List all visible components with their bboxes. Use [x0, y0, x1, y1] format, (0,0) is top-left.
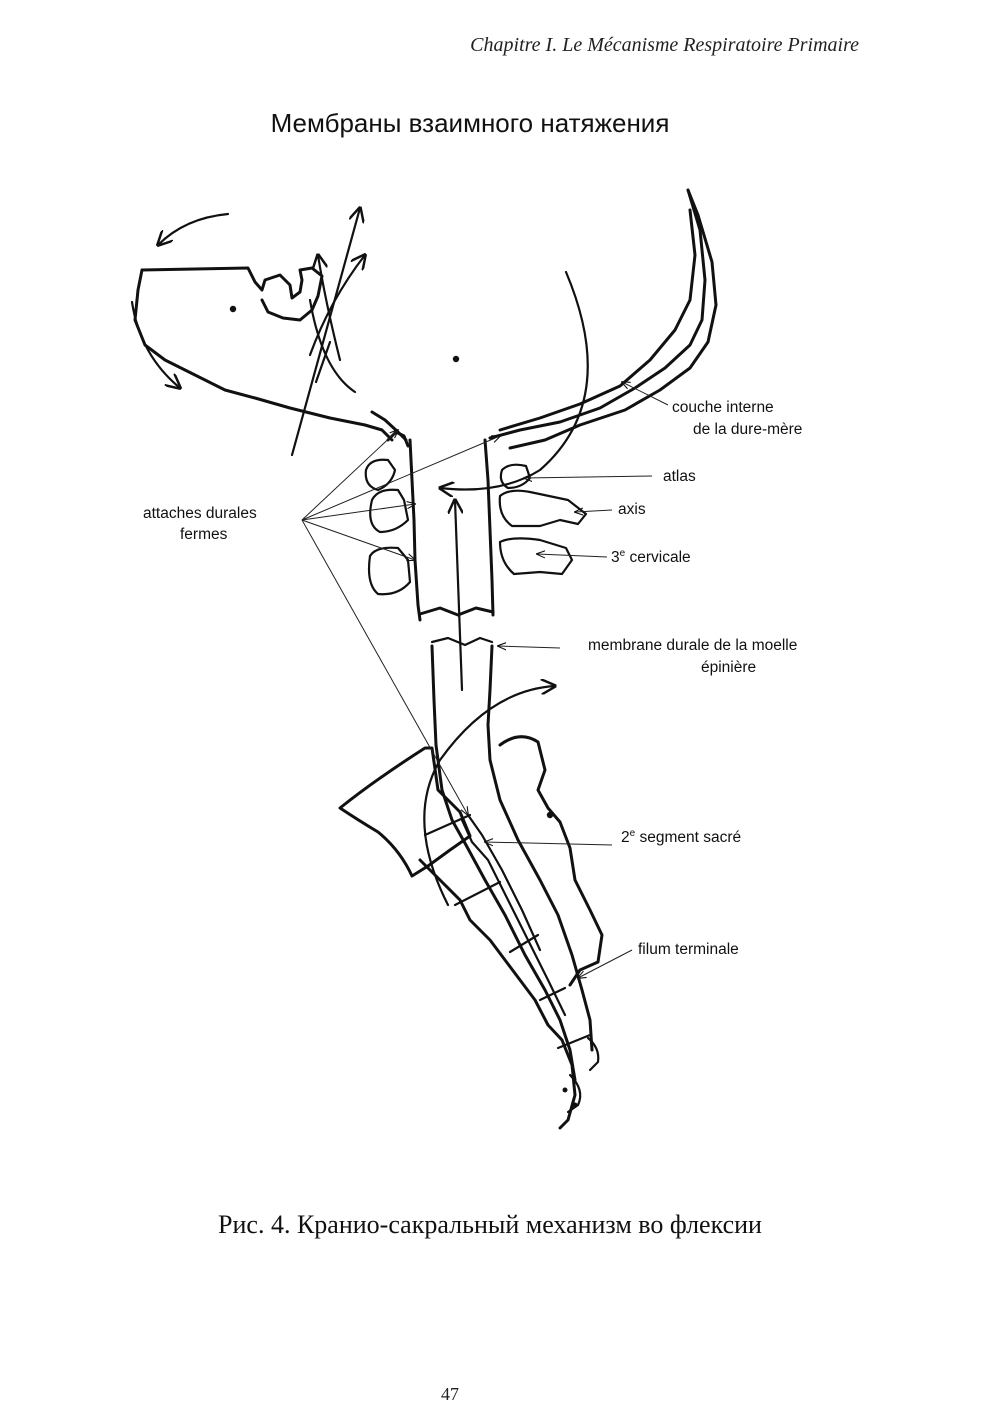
figure-caption: Рис. 4. Кранио-сакральный механизм во фл… — [218, 1210, 762, 1239]
cervical-spine — [364, 438, 588, 692]
figure-labels: couche interne de la dure-mère atlas axi… — [143, 399, 802, 958]
label-dure-mere: de la dure-mère — [693, 421, 802, 438]
label-fermes: fermes — [180, 526, 228, 543]
running-header: Chapitre I. Le Mécanisme Respiratoire Pr… — [470, 34, 859, 56]
leader-lines — [301, 382, 669, 978]
label-attaches-durales: attaches durales — [143, 505, 257, 522]
label-2e-segment-sacre: 2e segment sacré — [621, 828, 741, 846]
label-couche-interne: couche interne — [672, 399, 774, 416]
figure-title: Мембраны взаимного натяжения — [270, 108, 670, 138]
page-number: 47 — [441, 1384, 459, 1404]
occipital-arc-arrow — [440, 270, 589, 490]
sacral-arc-arrow — [423, 686, 555, 907]
label-filum-terminale: filum terminale — [638, 941, 739, 958]
skull-outline — [133, 188, 718, 450]
label-3e-cervicale: 3e cervicale — [611, 548, 691, 566]
sacrum — [338, 735, 604, 1130]
label-axis: axis — [618, 501, 646, 518]
label-epiniere: épinière — [701, 659, 756, 676]
cranial-motion-arrows — [130, 208, 365, 457]
label-atlas: atlas — [663, 468, 696, 485]
label-membrane-durale: membrane durale de la moelle — [588, 637, 797, 654]
spinal-dura-lower — [430, 644, 594, 1082]
